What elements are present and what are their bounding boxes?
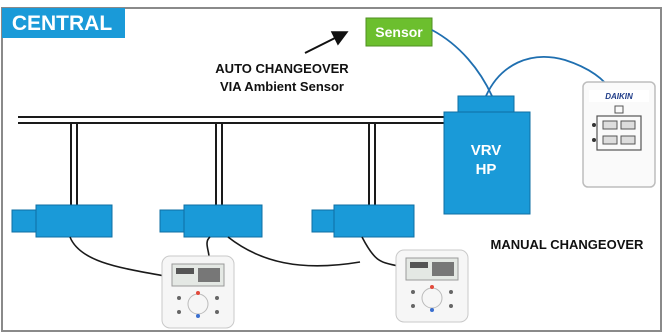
outdoor-vrv-unit: [443, 95, 531, 215]
auto-changeover-line1: AUTO CHANGEOVER: [215, 61, 349, 76]
manual-changeover-label: MANUAL CHANGEOVER: [491, 237, 644, 252]
auto-changeover-line2: VIA Ambient Sensor: [220, 79, 344, 94]
control-wire-1: [69, 236, 166, 277]
control-wire-4: [361, 236, 399, 267]
sensor-label: Sensor: [375, 24, 423, 40]
pipe-drop-1: [70, 123, 78, 206]
pipe-drop-3: [368, 123, 376, 206]
pipe-drop-2: [215, 123, 223, 206]
indoor-unit-1: [11, 204, 113, 238]
sensor-box: [365, 17, 433, 47]
outdoor-unit-line2: HP: [476, 161, 497, 178]
outdoor-unit-line1: VRV: [471, 142, 502, 159]
remote-controller-1: [161, 255, 235, 329]
thermostat-brand: DAIKIN: [605, 92, 633, 101]
control-wire-3: [227, 236, 361, 267]
title-badge-text: CENTRAL: [12, 12, 112, 35]
wall-thermostat: [582, 81, 656, 188]
title-badge: [2, 8, 125, 38]
diagram-frame: [1, 7, 662, 332]
indoor-unit-2: [159, 204, 263, 238]
sensor-cable-outdoor: [431, 29, 493, 97]
sensor-cable-thermostat: [485, 56, 611, 97]
remote-controller-2: [395, 249, 469, 323]
indoor-unit-3: [311, 204, 415, 238]
pointer-arrow: [304, 31, 349, 54]
